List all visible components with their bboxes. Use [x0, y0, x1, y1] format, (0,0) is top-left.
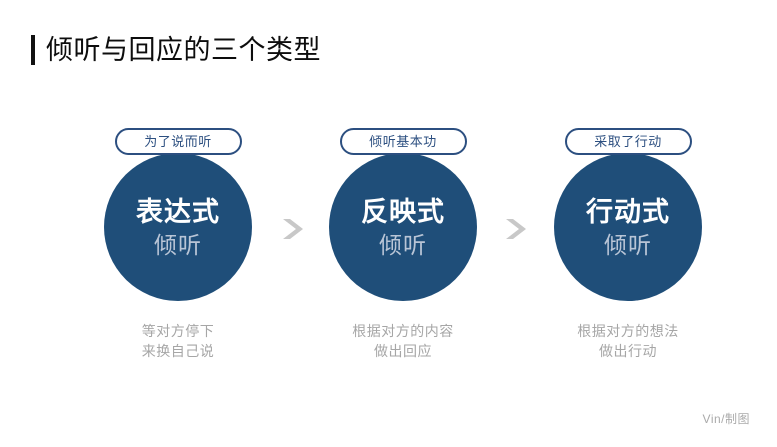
step-caption-3-line2: 做出行动: [599, 343, 657, 359]
title-text: 倾听与回应的三个类型: [46, 35, 321, 65]
step-caption-1-line2: 来换自己说: [141, 343, 215, 359]
step-circle-1: 表达式 倾听: [104, 153, 252, 301]
step-caption-1: 等对方停下 来换自己说: [66, 321, 290, 361]
title-accent-bar: [31, 35, 35, 65]
step-badge-1: 为了说而听: [114, 128, 242, 155]
step-title-2: 反映式: [361, 197, 445, 227]
step-badge-2: 倾听基本功: [339, 128, 467, 155]
step-caption-2: 根据对方的内容 做出回应: [291, 321, 515, 361]
step-circle-2: 反映式 倾听: [329, 153, 477, 301]
step-subtitle-1: 倾听: [154, 232, 202, 258]
step-caption-1-line1: 等对方停下: [141, 323, 215, 339]
step-badge-3: 采取了行动: [564, 128, 692, 155]
step-caption-2-line1: 根据对方的内容: [352, 323, 454, 339]
step-title-1: 表达式: [136, 197, 220, 227]
step-group-3: 采取了行动 行动式 倾听 根据对方的想法 做出行动: [516, 128, 740, 361]
step-subtitle-3: 倾听: [604, 232, 652, 258]
step-caption-2-line2: 做出回应: [374, 343, 432, 359]
step-caption-3-line1: 根据对方的想法: [577, 323, 679, 339]
arrow-right-icon: [277, 212, 311, 246]
step-group-1: 为了说而听 表达式 倾听 等对方停下 来换自己说: [66, 128, 290, 361]
step-caption-3: 根据对方的想法 做出行动: [516, 321, 740, 361]
step-title-3: 行动式: [586, 197, 670, 227]
watermark: Vin/制图: [702, 412, 750, 426]
page-title: 倾听与回应的三个类型: [31, 31, 321, 69]
arrow-right-icon: [500, 212, 534, 246]
step-circle-3: 行动式 倾听: [554, 153, 702, 301]
step-group-2: 倾听基本功 反映式 倾听 根据对方的内容 做出回应: [291, 128, 515, 361]
step-subtitle-2: 倾听: [379, 232, 427, 258]
